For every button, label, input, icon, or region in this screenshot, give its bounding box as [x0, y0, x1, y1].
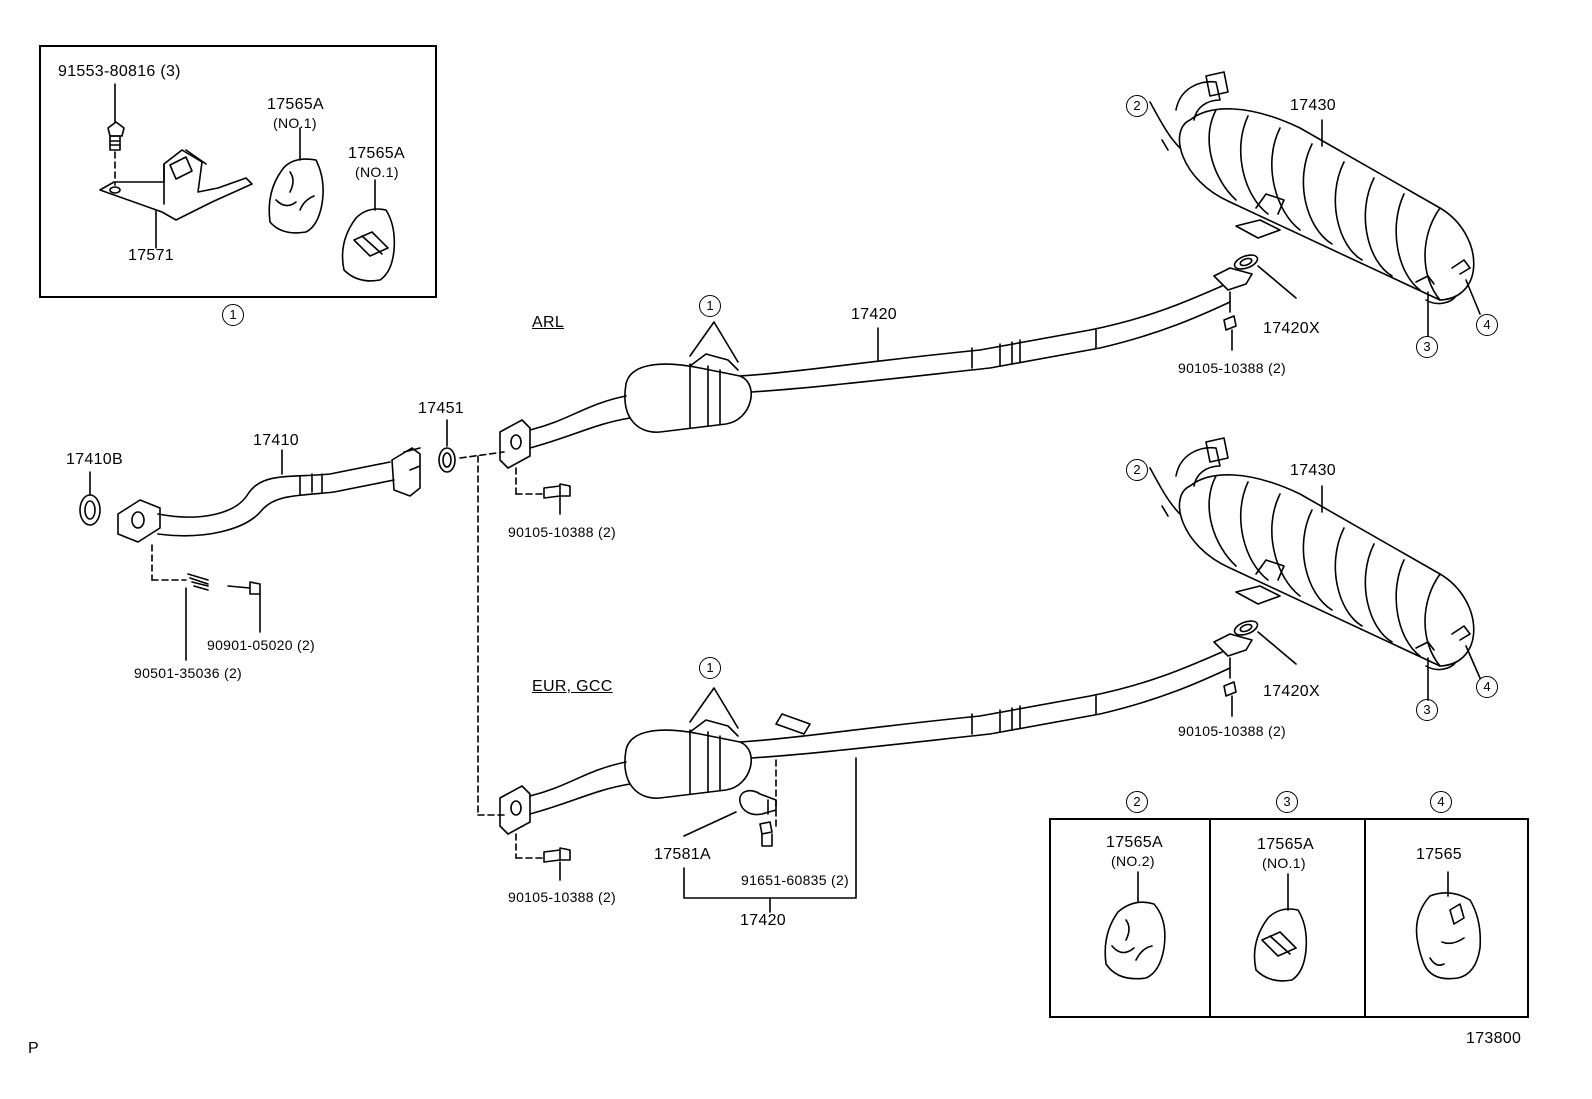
arl-muffler-17430: [1149, 71, 1481, 337]
label-gasket-17410b: 17410B: [66, 451, 123, 468]
marker-eur-2: 2: [1126, 459, 1148, 481]
label-arl-center-pipe: 17420: [851, 306, 897, 323]
arl-center-pipe: [499, 267, 1253, 469]
eur-fasteners: [515, 657, 1237, 881]
label-hanger-b-part: 17565A: [348, 145, 405, 162]
hanger-rubber-top-1: [268, 127, 324, 234]
label-arl-muffler: 17430: [1290, 97, 1336, 114]
footer-left-mark: P: [28, 1040, 39, 1057]
label-bolt-90901: 90901-05020 (2): [207, 637, 316, 653]
marker-inset-4: 4: [1430, 791, 1452, 813]
label-region-arl: ARL: [532, 314, 565, 331]
inset-box-bottom-right: [1049, 818, 1529, 1018]
label-eur-center-pipe: 17420: [740, 912, 786, 929]
label-inset-c3-part: 17565A: [1257, 836, 1314, 853]
label-inset-c4-part: 17565: [1416, 846, 1462, 863]
eur-center-pipe: [499, 633, 1253, 835]
label-arl-bolt-front: 90105-10388 (2): [508, 524, 617, 540]
inset-divider-1: [1209, 818, 1211, 1016]
label-region-eur-gcc: EUR, GCC: [532, 678, 613, 695]
label-eur-sensor-bolt: 91651-60835 (2): [741, 872, 850, 888]
marker-eur-3: 3: [1416, 699, 1438, 721]
hanger-no2-drawing: [1104, 871, 1166, 980]
front-pipe-fasteners: [151, 544, 261, 661]
label-arl-gasket: 17420X: [1263, 320, 1320, 337]
label-arl-bolt-rear: 90105-10388 (2): [1178, 360, 1287, 376]
inset-box-top-left: [39, 45, 437, 298]
label-spring-90501: 90501-35036 (2): [134, 665, 243, 681]
hanger-no1-drawing: [1253, 873, 1308, 982]
label-inset-c2-note: (NO.2): [1111, 853, 1155, 869]
arl-fasteners: [515, 291, 1237, 515]
label-hanger-a-note: (NO.1): [273, 115, 317, 131]
eur-oxygen-sensor-17581a: [683, 789, 777, 847]
label-eur-gasket: 17420X: [1263, 683, 1320, 700]
gasket-17451: [438, 419, 456, 473]
marker-inset-2: 2: [1126, 791, 1148, 813]
arl-gasket-17420x: [1233, 254, 1297, 299]
marker-arl-4: 4: [1476, 314, 1498, 336]
label-hanger-a-part: 17565A: [267, 96, 324, 113]
label-bracket-17571: 17571: [128, 247, 174, 264]
hanger-rubber-top-2: [341, 179, 396, 282]
hanger-17565-drawing: [1415, 871, 1482, 980]
bracket-17571: [99, 149, 253, 249]
label-eur-sensor: 17581A: [654, 846, 711, 863]
front-pipe-17410: [117, 447, 421, 543]
label-inset-c2-part: 17565A: [1106, 834, 1163, 851]
label-eur-bolt-rear: 90105-10388 (2): [1178, 723, 1287, 739]
label-gasket-17451: 17451: [418, 400, 464, 417]
label-pipe-17410: 17410: [253, 432, 299, 449]
marker-arl-3: 3: [1416, 336, 1438, 358]
marker-arl-2: 2: [1126, 95, 1148, 117]
label-eur-bolt-front: 90105-10388 (2): [508, 889, 617, 905]
label-inset-c3-note: (NO.1): [1262, 855, 1306, 871]
label-eur-muffler: 17430: [1290, 462, 1336, 479]
gasket-17410b: [79, 471, 101, 526]
eur-gasket-17420x: [1233, 620, 1297, 665]
marker-inset-1: 1: [222, 304, 244, 326]
diagram-number: 173800: [1466, 1030, 1522, 1047]
marker-eur-1: 1: [699, 657, 721, 679]
marker-arl-1: 1: [699, 295, 721, 317]
bolt-91553: [107, 83, 125, 186]
label-hanger-b-note: (NO.1): [355, 164, 399, 180]
eur-muffler-17430: [1149, 437, 1481, 701]
eur-bracket-lines: [683, 757, 857, 913]
marker-inset-3: 3: [1276, 791, 1298, 813]
marker-eur-4: 4: [1476, 676, 1498, 698]
label-bolt-91553: 91553-80816 (3): [58, 63, 181, 80]
inset-divider-2: [1364, 818, 1366, 1016]
